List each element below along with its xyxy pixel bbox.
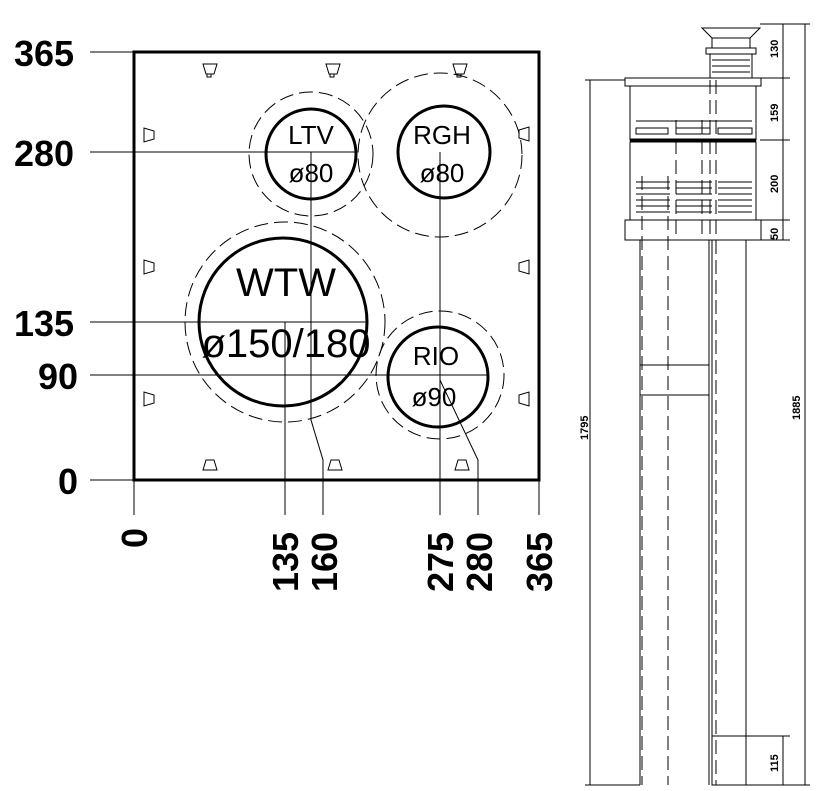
duct-rio-diameter: ø90 xyxy=(412,382,457,412)
duct-rgh: RGH ø80 xyxy=(396,104,492,200)
duct-rio-name: RIO xyxy=(413,341,459,371)
duct-ltv: LTV ø80 xyxy=(264,107,358,201)
x-label-280: 280 xyxy=(459,532,500,592)
x-label-160: 160 xyxy=(304,532,345,592)
dim-115: 115 xyxy=(769,754,781,772)
y-label-90: 90 xyxy=(38,356,78,397)
duct-rgh-name: RGH xyxy=(413,120,471,150)
duct-ltv-diameter: ø80 xyxy=(289,158,334,188)
dim-50: 50 xyxy=(769,228,781,240)
y-label-0: 0 xyxy=(58,461,78,502)
y-label-365: 365 xyxy=(14,33,74,74)
y-label-135: 135 xyxy=(14,303,74,344)
plate-top-view: 365 280 135 90 0 0 135 160 275 280 365 L… xyxy=(14,33,560,592)
dim-200: 200 xyxy=(769,175,781,193)
side-view: 1795 130 159 200 50 1885 115 xyxy=(579,23,810,786)
duct-rgh-diameter: ø80 xyxy=(420,158,465,188)
x-label-365: 365 xyxy=(519,532,560,592)
duct-wtw-diameter: ø150/180 xyxy=(201,322,370,366)
duct-ltv-name: LTV xyxy=(288,120,334,150)
plate-outline xyxy=(132,50,541,482)
x-label-275: 275 xyxy=(420,532,461,592)
dim-159: 159 xyxy=(769,104,781,122)
y-label-280: 280 xyxy=(14,133,74,174)
x-label-0: 0 xyxy=(114,528,155,548)
duct-wtw: WTW ø150/180 xyxy=(197,236,371,408)
fixing-clips xyxy=(143,63,530,471)
x-label-135: 135 xyxy=(265,532,306,592)
duct-rio: RIO ø90 xyxy=(386,325,490,429)
dim-130: 130 xyxy=(769,40,781,58)
dim-1885: 1885 xyxy=(791,396,803,420)
overall-height-label: 1795 xyxy=(579,416,591,440)
duct-wtw-name: WTW xyxy=(236,261,336,305)
